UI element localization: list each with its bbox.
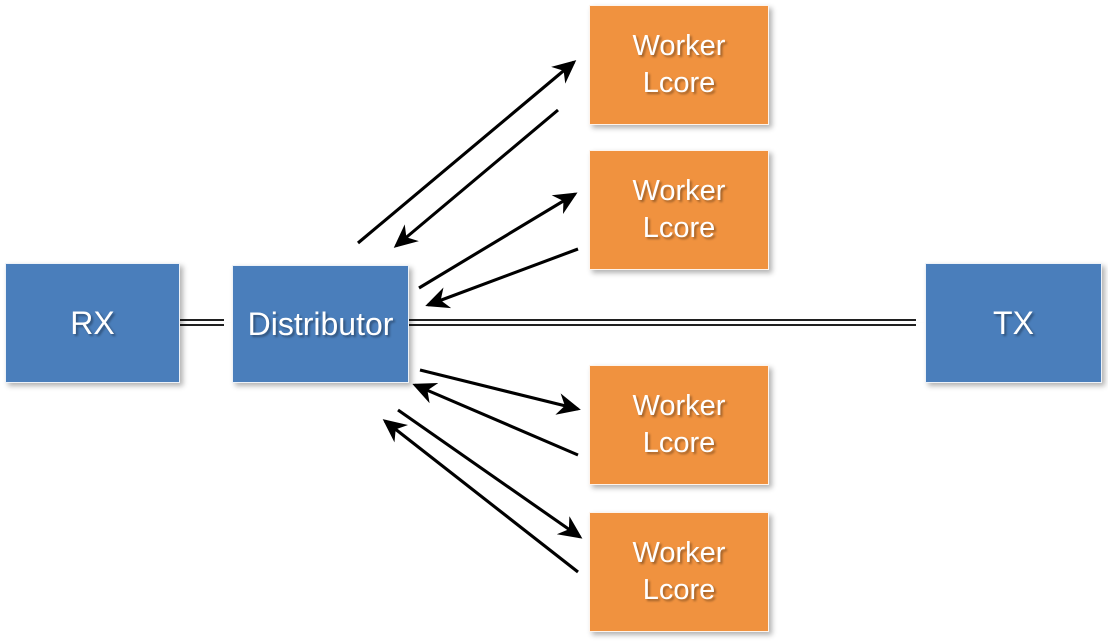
node-tx[interactable]: TX: [925, 263, 1102, 383]
node-distributor-label: Distributor: [247, 305, 394, 342]
node-worker-lcore-1[interactable]: Worker Lcore: [589, 5, 769, 125]
node-worker-lcore-3[interactable]: Worker Lcore: [589, 365, 769, 485]
edge-distributor-to-worker-3: [419, 368, 581, 415]
node-worker-lcore-3-label-line-1: Worker: [632, 389, 726, 422]
node-worker-lcore-4[interactable]: Worker Lcore: [589, 512, 769, 632]
node-worker-lcore-1-label-line-1: Worker: [632, 29, 726, 62]
node-rx-label: RX: [70, 304, 115, 341]
edge-distributor-to-worker-2: [418, 192, 578, 290]
edge-worker-4-to-distributor: [382, 419, 579, 574]
edge-distributor-to-tx: [409, 319, 925, 326]
node-tx-label: TX: [993, 304, 1034, 341]
node-worker-lcore-3-label-line-2: Lcore: [642, 427, 716, 459]
edge-worker-2-to-distributor: [425, 247, 579, 309]
edge-worker-1-to-distributor: [393, 108, 559, 248]
node-worker-lcore-4-label-line-2: Lcore: [642, 574, 716, 606]
node-worker-lcore-2-label-line-1: Worker: [632, 174, 726, 207]
edge-distributor-to-worker-1: [357, 60, 577, 245]
node-worker-lcore-2-label-line-2: Lcore: [642, 212, 716, 244]
edge-rx-to-distributor: [180, 319, 232, 326]
node-worker-lcore-1-label-line-2: Lcore: [642, 67, 716, 99]
node-worker-lcore-2[interactable]: Worker Lcore: [589, 150, 769, 270]
edge-worker-3-to-distributor: [412, 383, 579, 457]
node-worker-lcore-4-label-line-1: Worker: [632, 536, 726, 569]
node-rx[interactable]: RX: [5, 263, 180, 383]
edge-distributor-to-worker-4: [397, 408, 583, 539]
node-distributor[interactable]: Distributor: [232, 265, 409, 383]
